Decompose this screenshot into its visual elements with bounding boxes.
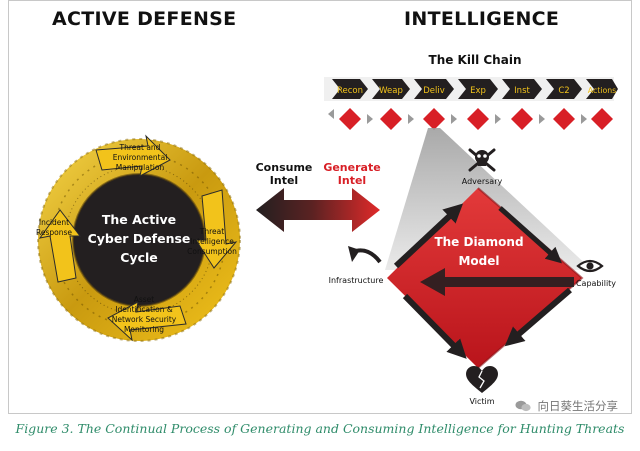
phase-asset-line4: Monitoring bbox=[124, 325, 164, 334]
kill-chain: The Kill Chain Recon Weap Deliv Exp In bbox=[324, 53, 618, 130]
vertex-capability: Capability bbox=[576, 279, 616, 288]
kill-chain-title: The Kill Chain bbox=[429, 53, 522, 67]
mini-diamond-icon bbox=[339, 108, 361, 130]
cycle-arrow-left bbox=[38, 209, 82, 283]
diamond-title-line2: Model bbox=[458, 254, 499, 268]
stage-label: Recon bbox=[337, 86, 363, 96]
vertex-victim: Victim bbox=[469, 397, 494, 406]
phase-asset-line3: Network Security bbox=[112, 315, 177, 324]
diamond-title-line1: The Diamond bbox=[434, 235, 523, 249]
phase-threat-intel-line2: Intelligence bbox=[190, 237, 234, 246]
edge-arrow-infra-adversary bbox=[393, 203, 464, 269]
vertex-adversary: Adversary bbox=[462, 177, 503, 186]
eye-icon bbox=[576, 259, 604, 273]
kill-chain-diamond-row bbox=[328, 108, 613, 130]
cycle-arrow-bottom bbox=[107, 301, 187, 342]
generate-intel-line2: Intel bbox=[338, 174, 366, 187]
phase-threat-intel-line3: Consumption bbox=[187, 247, 237, 256]
phase-asset-line2: Identification & bbox=[115, 305, 173, 314]
cycle-core bbox=[73, 174, 205, 306]
stage-label: Deliv bbox=[423, 86, 445, 96]
edge-arrow-capability-victim bbox=[504, 287, 572, 347]
cycle-arrow-right bbox=[195, 189, 238, 269]
active-defense-cycle: The Active Cyber Defense Cycle Threat an… bbox=[36, 134, 241, 342]
watermark: 向日葵生活分享 bbox=[515, 398, 618, 414]
heading-intelligence: INTELLIGENCE bbox=[404, 8, 560, 30]
stage-label: C2 bbox=[558, 86, 569, 96]
phase-incident-line2: Response bbox=[36, 228, 72, 237]
consume-intel-line1: Consume bbox=[256, 161, 313, 174]
edge-arrow-adversary-capability bbox=[498, 206, 562, 264]
heading-active-defense: ACTIVE DEFENSE bbox=[52, 8, 237, 30]
phase-incident-line1: Incident bbox=[39, 218, 69, 227]
mini-diamond-icon bbox=[553, 108, 575, 130]
phase-asset-line1: Asset bbox=[134, 295, 155, 304]
vertex-infrastructure: Infrastructure bbox=[329, 276, 384, 285]
generate-intel-line1: Generate bbox=[323, 161, 380, 174]
kill-chain-stage-deliv: Deliv bbox=[414, 79, 454, 99]
stage-label: Exp bbox=[470, 86, 486, 96]
edge-arrow-infra-victim bbox=[402, 293, 467, 359]
chat-bubble-icon bbox=[515, 400, 531, 412]
kill-chain-stage-exp: Exp bbox=[458, 79, 498, 99]
cycle-arrow-top bbox=[95, 134, 171, 177]
diamond-model: The Diamond Model Adversary Infrastructu… bbox=[329, 148, 616, 406]
broken-heart-icon bbox=[466, 366, 498, 393]
mini-diamond-icon bbox=[467, 108, 489, 130]
edge-arrow-capability-infra bbox=[420, 268, 574, 296]
kill-chain-stage-inst: Inst bbox=[502, 79, 542, 99]
cycle-title-line2: Cyber Defense bbox=[88, 231, 191, 246]
phase-threat-env-line2: Environmental bbox=[113, 153, 168, 162]
bidirectional-arrow bbox=[256, 188, 380, 232]
mini-diamond-icon bbox=[380, 108, 402, 130]
kill-chain-stage-recon: Recon bbox=[332, 79, 368, 99]
phase-threat-intel-line1: Threat bbox=[199, 227, 224, 236]
intel-exchange: Consume Intel Generate Intel bbox=[256, 161, 381, 232]
cycle-title-line1: The Active bbox=[102, 212, 176, 227]
cycle-title-line3: Cycle bbox=[120, 250, 158, 265]
consume-intel-line2: Intel bbox=[270, 174, 298, 187]
watermark-text: 向日葵生活分享 bbox=[537, 399, 619, 413]
phase-threat-env-line3: Manipulation bbox=[116, 163, 165, 172]
mini-diamond-icon bbox=[511, 108, 533, 130]
kill-chain-stage-weap: Weap bbox=[372, 79, 410, 99]
stage-label: Weap bbox=[379, 86, 403, 96]
phase-threat-env-line1: Threat and bbox=[119, 143, 161, 152]
kill-chain-stage-c2: C2 bbox=[546, 79, 582, 99]
skull-crossbones-icon bbox=[468, 148, 496, 172]
kill-chain-stage-actions: Actions bbox=[586, 79, 618, 99]
mini-diamond-icon bbox=[423, 108, 445, 130]
mini-diamond-icon bbox=[591, 108, 613, 130]
stage-label: Inst bbox=[514, 86, 530, 96]
figure-caption: Figure 3. The Continual Process of Gener… bbox=[15, 421, 625, 436]
stage-label: Actions bbox=[588, 86, 616, 95]
